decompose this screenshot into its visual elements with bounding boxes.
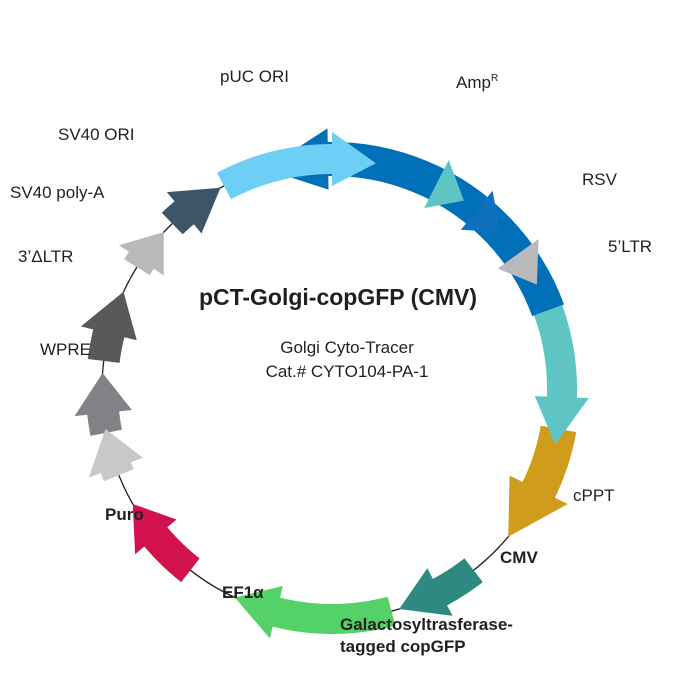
feature-arrow-ef1a bbox=[399, 558, 483, 616]
label-wpre: WPRE bbox=[40, 340, 91, 359]
feature-arrow-sv40pa bbox=[460, 190, 501, 233]
feature-arrow-ltr3 bbox=[497, 239, 539, 285]
feature-arrow-rre bbox=[74, 373, 132, 436]
label-puc-ori: pUC ORI bbox=[220, 67, 289, 86]
label-5ltr: 5’LTR bbox=[608, 237, 652, 256]
feature-arrow-gag bbox=[80, 291, 137, 363]
feature-arrow-rsv bbox=[161, 187, 221, 235]
feature-arrow-puro bbox=[508, 425, 577, 537]
feature-arrow-puc bbox=[217, 132, 376, 200]
feature-arrow-wpre bbox=[534, 305, 589, 445]
feature-arrow-sv40ori bbox=[424, 160, 464, 209]
label-amp: AmpR bbox=[456, 73, 498, 92]
plasmid-catalog-number: Cat.# CYTO104-PA-1 bbox=[266, 362, 429, 381]
label-3ltr: 3’ΔLTR bbox=[18, 247, 73, 266]
feature-arrows bbox=[74, 128, 589, 639]
plasmid-title: pCT-Golgi-copGFP (CMV) bbox=[199, 284, 477, 310]
label-galt-line2: tagged copGFP bbox=[340, 637, 466, 656]
label-puro: Puro bbox=[105, 505, 144, 524]
label-galt-line1: Galactosyltrasferase- bbox=[340, 615, 513, 634]
label-sv40-polya: SV40 poly-A bbox=[10, 183, 105, 202]
label-ef1a: EF1α bbox=[222, 583, 264, 602]
label-rsv: RSV bbox=[582, 170, 618, 189]
plasmid-subtitle-line1: Golgi Cyto-Tracer bbox=[280, 338, 414, 357]
feature-arrow-ltr5 bbox=[118, 232, 164, 276]
feature-arrow-cppt bbox=[88, 428, 143, 482]
label-sv40-ori: SV40 ORI bbox=[58, 125, 135, 144]
feature-arrow-cmv bbox=[132, 504, 200, 583]
feature-arrow-galt bbox=[234, 586, 396, 639]
label-cppt: cPPT bbox=[573, 486, 615, 505]
label-cmv: CMV bbox=[500, 548, 538, 567]
